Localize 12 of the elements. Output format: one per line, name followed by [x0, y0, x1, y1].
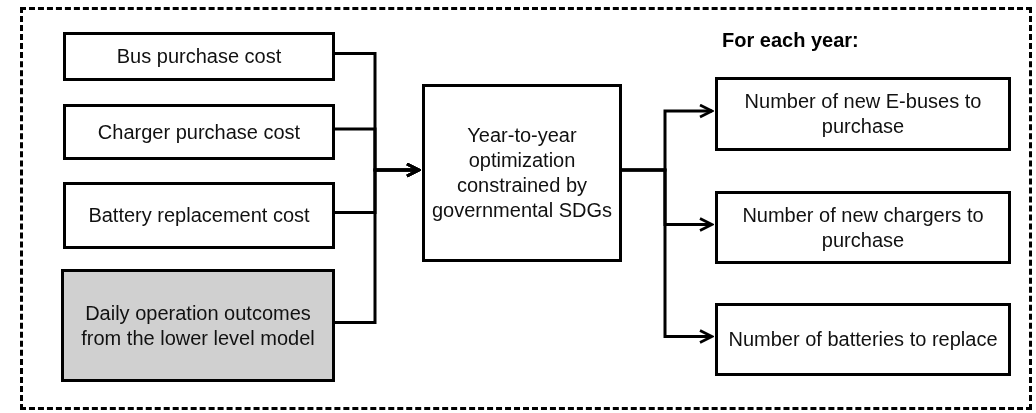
dashed-frame: [20, 7, 1032, 410]
connector-arrow: [332, 162, 421, 324]
heading-text: For each year:: [722, 29, 859, 52]
process-box: Bus purchase cost: [63, 32, 335, 81]
process-box: Battery replacement cost: [63, 182, 335, 249]
process-box: Number of new chargers to purchase: [715, 191, 1011, 264]
process-box: Number of new E-buses to purchase: [715, 77, 1011, 151]
process-box: Charger purchase cost: [63, 104, 335, 160]
process-box: Number of batteries to replace: [715, 303, 1011, 376]
process-box: Year-to-year optimization constrained by governmental SDGs: [422, 84, 622, 262]
connector-arrow: [619, 168, 714, 344]
input-box: Daily operation outcomes from the lower level model: [61, 269, 335, 382]
